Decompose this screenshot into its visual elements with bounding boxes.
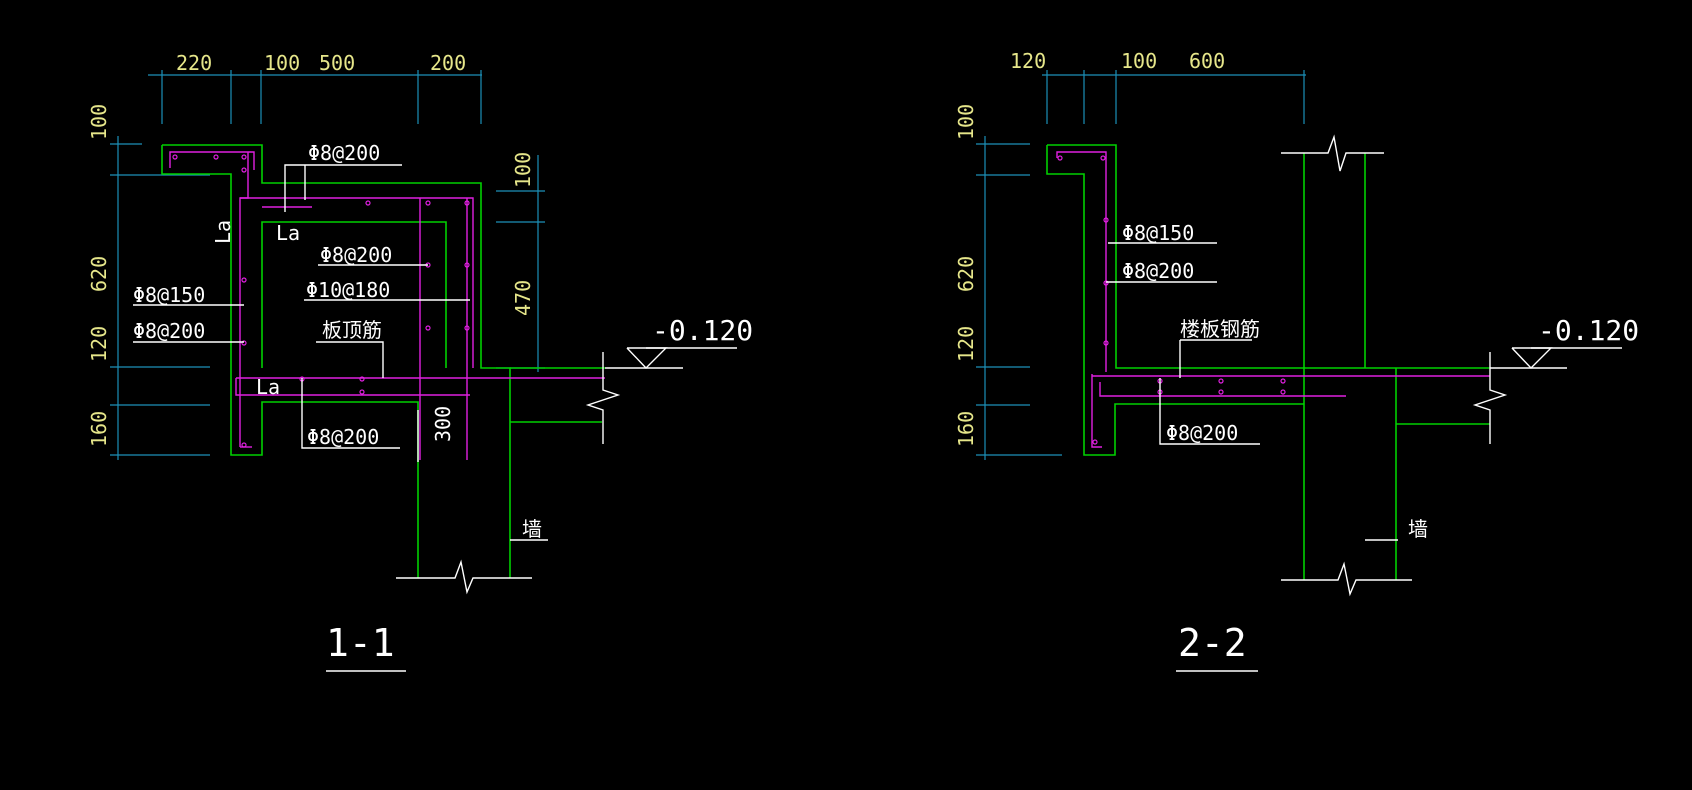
- dim-inner-300: 300: [431, 406, 455, 442]
- label-rebar-1: Φ8@150: [1122, 221, 1194, 245]
- section-2-concrete-outline: [1046, 144, 1490, 580]
- dim-right-470: 470: [511, 280, 535, 316]
- section-2-top-dimensions: 120 100 600: [1010, 49, 1306, 124]
- label-la-bottom: La: [256, 375, 280, 399]
- label-rebar-phi10: Φ10@180: [306, 278, 390, 302]
- dim-left-120: 120: [954, 326, 978, 362]
- section-1-left-dimensions: 100 620 120 160: [87, 104, 210, 460]
- dim-top-600: 600: [1189, 49, 1225, 73]
- dim-left-620: 620: [954, 256, 978, 292]
- elevation-label: -0.120: [1538, 314, 1639, 347]
- dim-top-200: 200: [430, 51, 466, 75]
- section-title: 1-1: [326, 621, 395, 665]
- dim-top-120: 120: [1010, 49, 1046, 73]
- section-title: 2-2: [1178, 621, 1247, 665]
- label-wall: 墙: [1408, 517, 1428, 541]
- section-1-right-dimensions: 100 470: [496, 152, 545, 372]
- label-floor-bar: 楼板钢筋: [1180, 317, 1260, 341]
- label-rebar-2: Φ8@200: [1122, 259, 1194, 283]
- dim-top-100: 100: [1121, 49, 1157, 73]
- section-1-1: 220 100 500 200 100 620 120 160 100 470: [87, 51, 753, 672]
- dim-top-500: 500: [319, 51, 355, 75]
- label-rebar-mid: Φ8@200: [320, 243, 392, 267]
- label-rebar-bottom: Φ8@200: [307, 425, 379, 449]
- section-1-leaders: [133, 164, 737, 595]
- section-2-left-dimensions: 100 620 120 160: [954, 104, 1062, 460]
- label-la-vertical: La: [211, 220, 235, 244]
- section-2-rebar: [1056, 151, 1490, 448]
- dim-left-160: 160: [954, 411, 978, 447]
- dim-left-120: 120: [87, 326, 111, 362]
- dim-left-100: 100: [87, 104, 111, 140]
- label-la-top: La: [276, 221, 300, 245]
- dim-left-100: 100: [954, 104, 978, 140]
- dim-left-620: 620: [87, 256, 111, 292]
- section-2-leaders: [1106, 134, 1622, 597]
- elevation-label: -0.120: [652, 314, 753, 347]
- label-rebar-bottom: Φ8@200: [1166, 421, 1238, 445]
- section-1-concrete-outline: [161, 144, 605, 578]
- section-1-rebar: [169, 151, 605, 460]
- dim-top-100: 100: [264, 51, 300, 75]
- dim-left-160: 160: [87, 411, 111, 447]
- section-2-2: 120 100 600 100 620 120 160: [954, 49, 1639, 672]
- label-rebar-top: Φ8@200: [308, 141, 380, 165]
- dim-top-220: 220: [176, 51, 212, 75]
- section-1-top-dimensions: 220 100 500 200: [148, 51, 482, 124]
- label-rebar-left-2: Φ8@200: [133, 319, 205, 343]
- dim-right-100: 100: [511, 152, 535, 188]
- label-wall: 墙: [522, 517, 542, 541]
- label-slab-top-bar: 板顶筋: [322, 318, 382, 342]
- label-rebar-left-1: Φ8@150: [133, 283, 205, 307]
